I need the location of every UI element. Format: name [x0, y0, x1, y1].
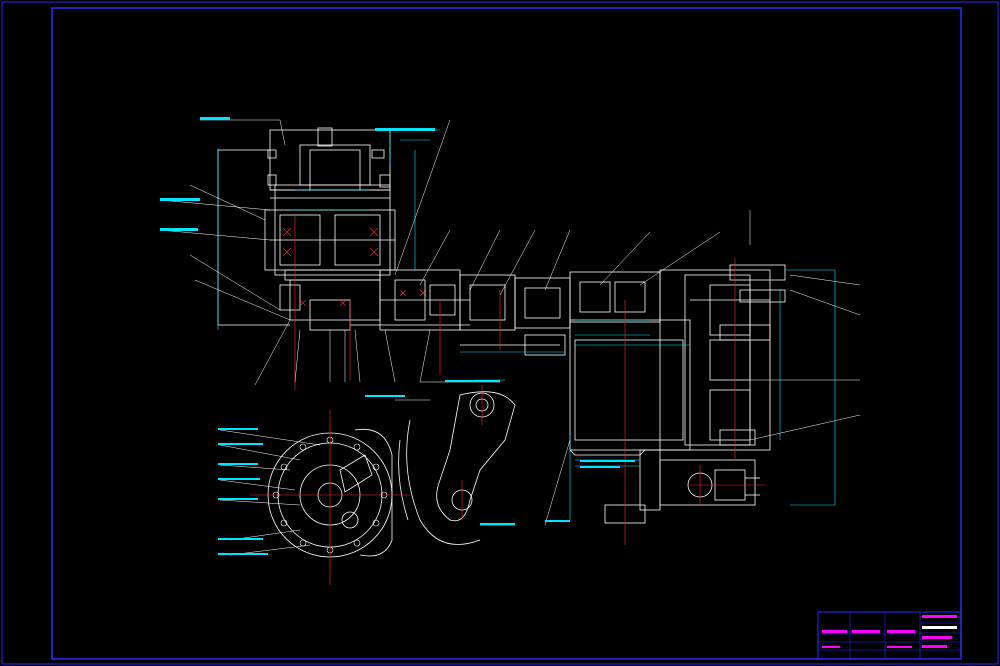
main-body [569, 264, 786, 524]
shaft-train [350, 269, 661, 356]
inner-frame [51, 7, 962, 660]
link-arm [398, 391, 516, 545]
gearbox-assembly [217, 127, 396, 331]
bearing-hatches [282, 227, 427, 307]
leader-lines [159, 119, 861, 556]
centerlines [250, 215, 765, 585]
annotation-marks [160, 117, 635, 555]
title-block [817, 611, 962, 660]
